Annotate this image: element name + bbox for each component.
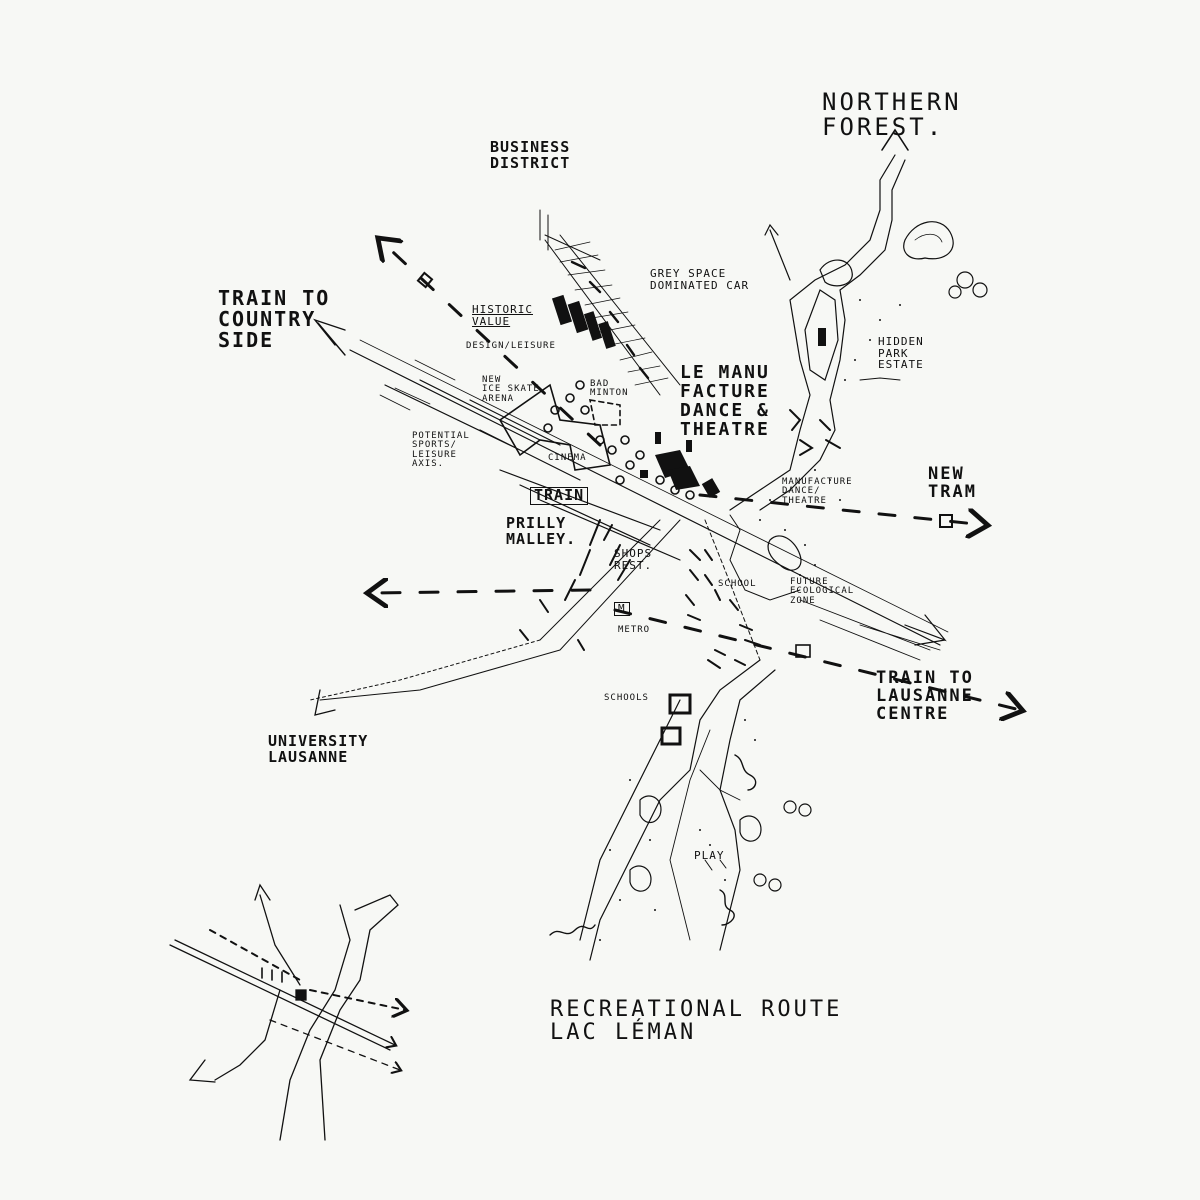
manufacture-small-label: MANUFACTURE DANCE/ THEATRE: [782, 477, 853, 506]
ice-skate-label: NEW ICE SKATE ARENA: [482, 375, 540, 404]
grey-space-label: GREY SPACE DOMINATED CAR: [650, 267, 750, 292]
school-spine: [685, 519, 761, 669]
design-leisure-label: DESIGN/LEISURE: [466, 341, 556, 351]
eco-zone: [729, 514, 801, 601]
shops-rest-label: SHOPS REST.: [614, 547, 653, 572]
train-lausanne-label: TRAIN TO LAUSANNE CENTRE: [876, 668, 974, 724]
open-arrow-icon: [312, 318, 346, 356]
rail-corridor: [349, 339, 949, 661]
historic-buildings: [551, 294, 616, 349]
street-southwest: [309, 519, 681, 716]
train-box-label: TRAIN: [530, 487, 589, 505]
mini-diagram: [169, 883, 405, 1141]
metro-label: METRO: [618, 625, 651, 635]
metro-icon: M: [614, 602, 630, 616]
dashed-axis-nw: [380, 240, 602, 447]
future-eco-label: FUTURE ECOLOGICAL ZONE: [790, 577, 855, 606]
school-label: SCHOOL: [718, 579, 757, 589]
northern-forest-label: NORTHERN FOREST.: [822, 88, 962, 142]
prilly-malley-label: PRILLY MALLEY.: [506, 514, 577, 548]
dashed-arrow-west: [370, 590, 592, 593]
arena-zone: [498, 380, 695, 500]
potential-sports-label: POTENTIAL SPORTS/ LEISURE AXIS.: [412, 431, 470, 470]
stipple: [599, 299, 901, 941]
le-manufacture-label: LE MANU FACTURE DANCE & THEATRE: [680, 362, 770, 440]
university-label: UNIVERSITY LAUSANNE: [268, 732, 369, 766]
cinema-label: CINEMA: [548, 453, 587, 463]
green-corridor: [729, 128, 909, 511]
recreational-route-label: RECREATIONAL ROUTE LAC LÉMAN: [550, 997, 843, 1046]
tree-icon: [767, 221, 988, 571]
schools-label: SCHOOLS: [604, 693, 649, 703]
train-country-label: TRAIN TO COUNTRY SIDE: [218, 286, 331, 352]
badminton-label: BAD MINTON: [590, 379, 629, 399]
business-district-label: BUSINESS DISTRICT: [490, 138, 571, 172]
manufacture-buildings: [640, 432, 721, 498]
hidden-park-label: HIDDEN PARK ESTATE: [878, 335, 924, 372]
business-strip: [539, 209, 681, 396]
dashed-tram-line: [698, 493, 985, 525]
play-label: PLAY: [694, 849, 725, 862]
new-tram-label: NEW TRAM: [928, 464, 977, 502]
historic-value-label: HISTORIC VALUE: [472, 303, 533, 328]
schools-buildings: [660, 693, 692, 746]
recreational-route: [549, 659, 812, 961]
